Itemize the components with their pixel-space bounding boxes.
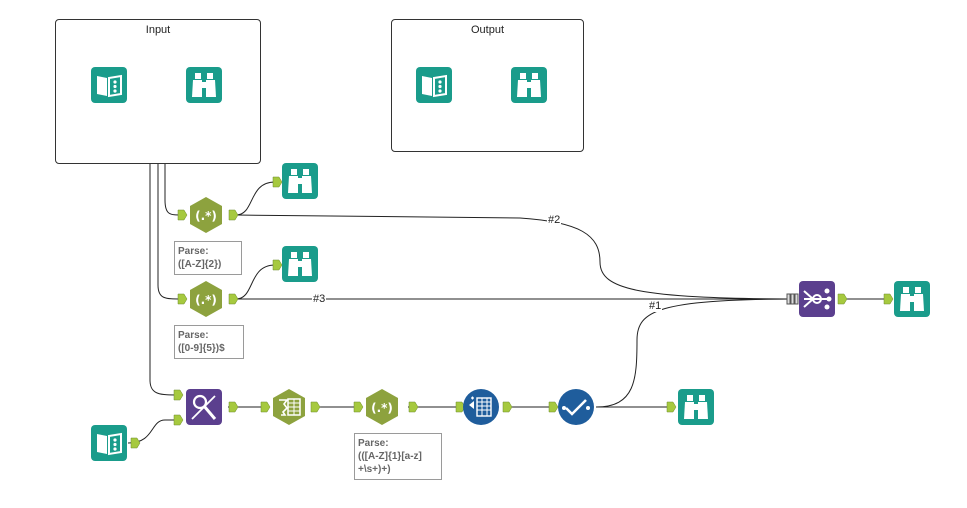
connection-regex1-union <box>235 214 791 300</box>
input-data-icon <box>91 425 127 461</box>
input-anchor <box>883 293 894 305</box>
input-anchor <box>177 293 188 305</box>
svg-text:(.*): (.*) <box>371 401 393 415</box>
output-anchor <box>502 401 513 413</box>
input-data-tool[interactable] <box>91 425 127 461</box>
parse-annotation: Parse: ([A-Z]{2}) <box>174 241 242 275</box>
output-anchor <box>228 209 239 221</box>
output-anchor <box>228 293 239 305</box>
input-container[interactable]: Input <box>55 19 261 164</box>
input-anchor <box>666 401 677 413</box>
regex-icon: (.*) <box>190 281 222 317</box>
union-tool[interactable] <box>799 281 835 317</box>
annotation-line: Parse: <box>178 330 209 341</box>
output-anchor <box>228 401 239 413</box>
regex-tool[interactable]: (.*) <box>188 281 224 317</box>
connection-check-union <box>595 298 791 408</box>
text-to-columns-tool[interactable] <box>271 389 307 425</box>
connection-regex2-browse <box>235 264 276 300</box>
browse-tool[interactable] <box>282 246 318 282</box>
check-tool[interactable] <box>558 389 594 425</box>
connection-label: #3 <box>312 293 327 305</box>
annotation-line: Parse: <box>178 246 209 257</box>
output-anchor <box>837 293 848 305</box>
input-data-tool[interactable] <box>416 67 452 103</box>
container-title: Output <box>470 24 505 36</box>
browse-icon <box>282 163 318 199</box>
fuzzy-m-anchor <box>173 414 184 426</box>
browse-icon <box>186 67 222 103</box>
browse-tool[interactable] <box>282 163 318 199</box>
fuzzy-f-anchor <box>173 389 184 401</box>
browse-tool[interactable] <box>186 67 222 103</box>
regex-icon: (.*) <box>190 197 222 233</box>
text-to-columns-icon <box>273 389 305 425</box>
browse-icon <box>511 67 547 103</box>
check-icon <box>558 389 594 425</box>
connection-regex1-browse <box>235 181 276 216</box>
annotation-line: (([A-Z]{1}[a-z] <box>358 451 422 462</box>
annotation-line: +\s+)+) <box>358 464 391 475</box>
annotation-line: ([A-Z]{2}) <box>178 259 222 270</box>
connection-label: #1 <box>648 300 663 312</box>
browse-tool[interactable] <box>678 389 714 425</box>
browse-icon <box>282 246 318 282</box>
container-title: Input <box>145 24 171 36</box>
crosstab-icon <box>463 389 499 425</box>
input-anchor <box>177 209 188 221</box>
regex-icon: (.*) <box>366 389 398 425</box>
input-data-tool[interactable] <box>91 67 127 103</box>
input-data-icon <box>91 67 127 103</box>
annotation-line: ([0-9]{5})$ <box>178 343 225 354</box>
svg-text:(.*): (.*) <box>195 293 217 307</box>
annotation-line: Parse: <box>358 438 389 449</box>
parse-annotation: Parse: ([0-9]{5})$ <box>174 325 244 359</box>
connection-label: #2 <box>547 214 562 226</box>
fuzzy-match-tool[interactable] <box>186 389 222 425</box>
input-anchor <box>260 401 271 413</box>
parse-annotation: Parse: (([A-Z]{1}[a-z] +\s+)+) <box>354 433 442 480</box>
output-anchor <box>130 437 141 449</box>
browse-icon <box>894 281 930 317</box>
input-data-icon <box>416 67 452 103</box>
browse-tool[interactable] <box>511 67 547 103</box>
crosstab-tool[interactable] <box>463 389 499 425</box>
regex-tool[interactable]: (.*) <box>188 197 224 233</box>
union-icon <box>799 281 835 317</box>
union-multi-anchor <box>786 293 799 305</box>
fuzzy-match-icon <box>186 389 222 425</box>
svg-text:(.*): (.*) <box>195 209 217 223</box>
output-anchor <box>408 401 419 413</box>
regex-tool[interactable]: (.*) <box>364 389 400 425</box>
output-anchor <box>310 401 321 413</box>
input-anchor <box>353 401 364 413</box>
input-anchor <box>548 401 559 413</box>
browse-icon <box>678 389 714 425</box>
input-anchor <box>272 176 283 188</box>
input-anchor <box>272 259 283 271</box>
browse-tool[interactable] <box>894 281 930 317</box>
